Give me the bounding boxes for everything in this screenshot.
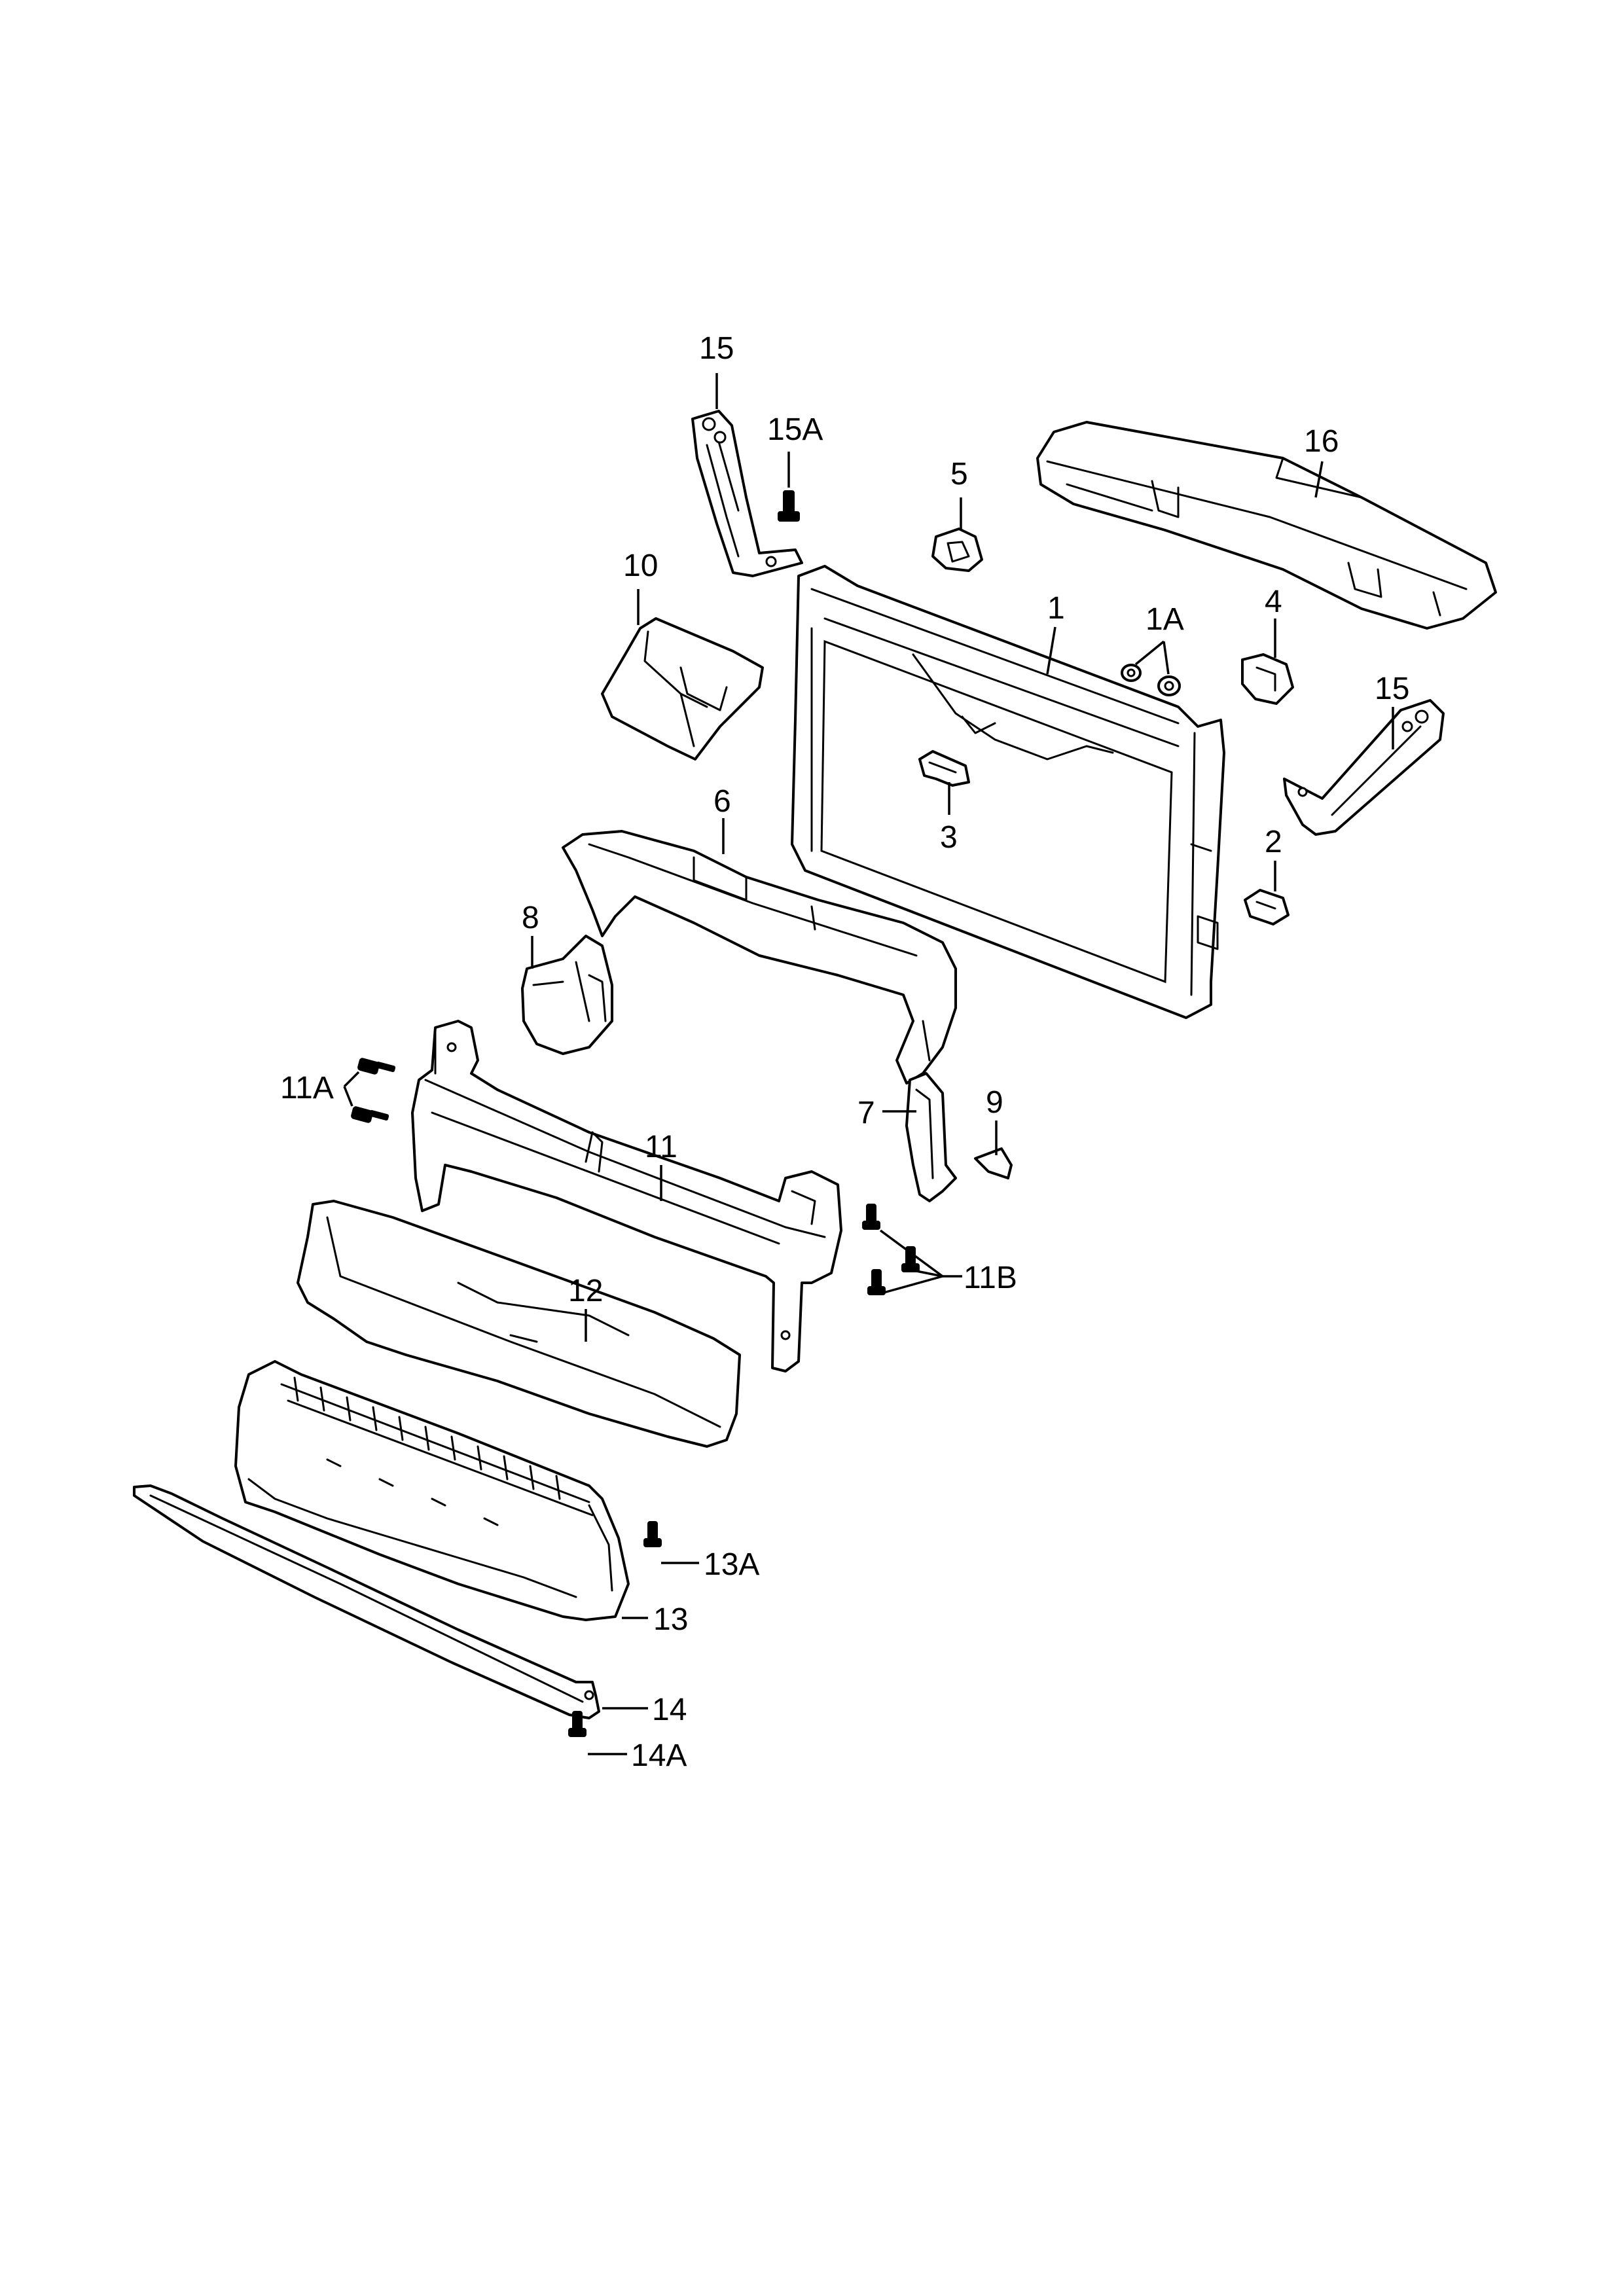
part-3-bracket bbox=[918, 750, 970, 787]
part-4-clip bbox=[1241, 653, 1294, 705]
callout-14A: 14A bbox=[631, 1738, 687, 1773]
part-15-left-bracket bbox=[691, 410, 803, 577]
callout-1A: 1A bbox=[1146, 602, 1184, 637]
callout-labels: 15 15A 5 16 10 1 1A 4 15 3 2 6 8 7 9 11A… bbox=[280, 331, 1409, 1773]
part-16-air-duct bbox=[1036, 421, 1497, 630]
callout-10: 10 bbox=[623, 548, 658, 583]
part-15A-bolt bbox=[778, 490, 800, 522]
callout-15A: 15A bbox=[767, 412, 823, 447]
part-9-clip bbox=[974, 1147, 1013, 1179]
part-14-trim-strip bbox=[133, 1484, 600, 1719]
callout-11B: 11B bbox=[964, 1261, 1017, 1295]
callout-2: 2 bbox=[1265, 825, 1282, 859]
callout-12: 12 bbox=[568, 1274, 603, 1308]
part-5-clip bbox=[931, 528, 983, 572]
callout-13A: 13A bbox=[704, 1547, 759, 1582]
part-11A-bolts bbox=[351, 1058, 396, 1123]
part-13A-bolt bbox=[643, 1521, 662, 1547]
part-10-air-guide bbox=[601, 617, 764, 761]
callout-1: 1 bbox=[1047, 591, 1065, 626]
callout-15-right: 15 bbox=[1375, 672, 1409, 706]
part-2-clip bbox=[1244, 889, 1290, 925]
callout-13: 13 bbox=[653, 1602, 688, 1637]
callout-5: 5 bbox=[950, 457, 968, 492]
part-7-bracket bbox=[905, 1072, 957, 1202]
part-1-radiator-support bbox=[791, 565, 1225, 1019]
callout-9: 9 bbox=[986, 1085, 1003, 1120]
callout-15-left: 15 bbox=[699, 331, 734, 366]
part-1A-nuts bbox=[1121, 664, 1181, 696]
callout-16: 16 bbox=[1304, 424, 1339, 459]
part-15-right-bracket bbox=[1283, 699, 1445, 836]
callout-3: 3 bbox=[940, 820, 958, 855]
callout-7: 7 bbox=[857, 1096, 875, 1130]
callout-8: 8 bbox=[522, 901, 539, 935]
part-11-bumper-carrier bbox=[411, 1020, 842, 1372]
leader-lines bbox=[343, 373, 1394, 1755]
part-14A-bolt bbox=[568, 1711, 586, 1737]
part-12-energy-absorber bbox=[297, 1200, 741, 1448]
part-13-bumper-bracket bbox=[234, 1360, 630, 1621]
part-11B-bolts bbox=[862, 1204, 920, 1295]
part-8-side-guide bbox=[521, 935, 613, 1055]
callout-6: 6 bbox=[713, 784, 731, 819]
callout-11: 11 bbox=[645, 1130, 677, 1164]
callout-4: 4 bbox=[1265, 584, 1282, 619]
callout-11A: 11A bbox=[280, 1071, 334, 1105]
callout-14: 14 bbox=[652, 1693, 687, 1727]
part-6-cross-member bbox=[562, 830, 957, 1085]
